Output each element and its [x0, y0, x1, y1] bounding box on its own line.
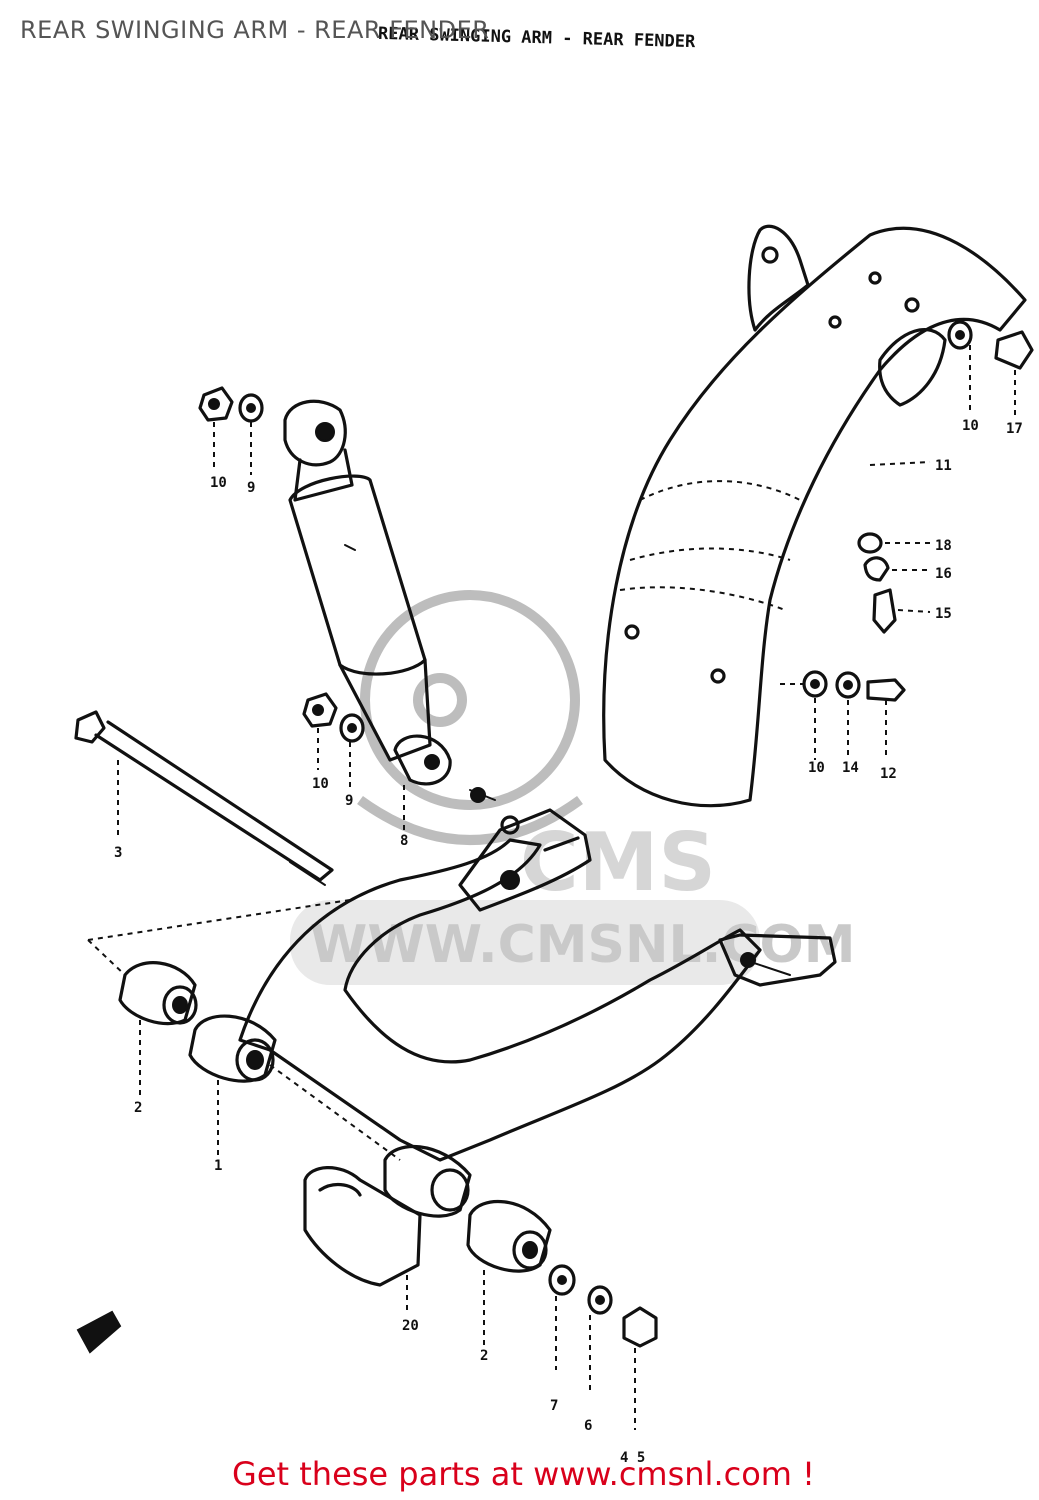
callout-14: 14 — [842, 760, 859, 776]
part-callouts: 10 9 10 9 8 3 2 1 20 2 7 6 4 5 10 17 11 … — [114, 418, 1023, 1466]
fender-side-bracket — [878, 328, 947, 407]
watermark-mascot-eye — [413, 673, 467, 727]
bushing-left-outer — [118, 961, 197, 1026]
callout-9: 9 — [247, 480, 255, 496]
shock-top-nut-washer — [198, 386, 264, 475]
callout-3: 3 — [114, 845, 122, 861]
callout-20: 20 — [402, 1318, 419, 1334]
shock-bottom-nut-washer — [302, 692, 405, 830]
pivot-bushings — [87, 899, 552, 1350]
callout-10: 10 — [312, 776, 329, 792]
footer-parts-link[interactable]: Get these parts at www.cmsnl.com ! — [232, 1455, 815, 1493]
callout-10: 10 — [210, 475, 227, 491]
callout-6: 6 — [584, 1418, 592, 1434]
shock-mount-bracket — [458, 808, 592, 912]
watermark-mascot-head — [360, 590, 580, 810]
rear-fender — [602, 224, 1027, 808]
callout-9: 9 — [345, 793, 353, 809]
shock-body — [288, 474, 427, 676]
cms-watermark: WWW.CMSNL.COM CMS — [290, 590, 855, 985]
shock-top-eye — [283, 399, 347, 467]
front-direction-arrow-icon — [76, 1310, 122, 1354]
watermark-logo: CMS — [520, 816, 716, 909]
watermark-url: WWW.CMSNL.COM — [310, 915, 855, 975]
fender-bolt-top — [947, 320, 1034, 415]
pivot-nut-washers — [548, 1264, 658, 1430]
callout-15: 15 — [935, 606, 952, 622]
bracket-slot — [543, 836, 580, 852]
callout-8: 8 — [400, 833, 408, 849]
axle-plate — [718, 933, 837, 987]
callout-1: 1 — [214, 1158, 222, 1174]
callout-2: 2 — [480, 1348, 488, 1364]
callout-4-5: 4 5 — [620, 1450, 645, 1466]
bushing-right-inner — [383, 1144, 472, 1218]
fender-mount-hole — [761, 246, 779, 264]
bushing-left-inner — [188, 1014, 277, 1083]
swing-arm — [238, 787, 837, 1162]
fender-mounting-tab — [747, 224, 810, 332]
callout-7: 7 — [550, 1398, 558, 1414]
fender-hardware-right — [780, 461, 931, 760]
callout-10: 10 — [962, 418, 979, 434]
callout-10: 10 — [808, 760, 825, 776]
callout-17: 16 — [935, 566, 952, 582]
callout-2: 2 — [134, 1100, 142, 1116]
callout-18: 18 — [935, 538, 952, 554]
chain-guard-clamp — [303, 1166, 422, 1310]
bushing-right-outer — [466, 1199, 552, 1273]
watermark-mascot-mouth — [357, 795, 583, 845]
swing-arm-pivot-shaft — [74, 710, 334, 886]
shock-bottom-eye — [393, 734, 452, 786]
callout-17: 17 — [1006, 421, 1023, 437]
page-title: REAR SWINGING ARM - REAR FENDER — [20, 16, 490, 44]
callout-11: 11 — [935, 458, 952, 474]
rear-shock-absorber — [283, 399, 452, 786]
callout-12: 12 — [880, 766, 897, 782]
